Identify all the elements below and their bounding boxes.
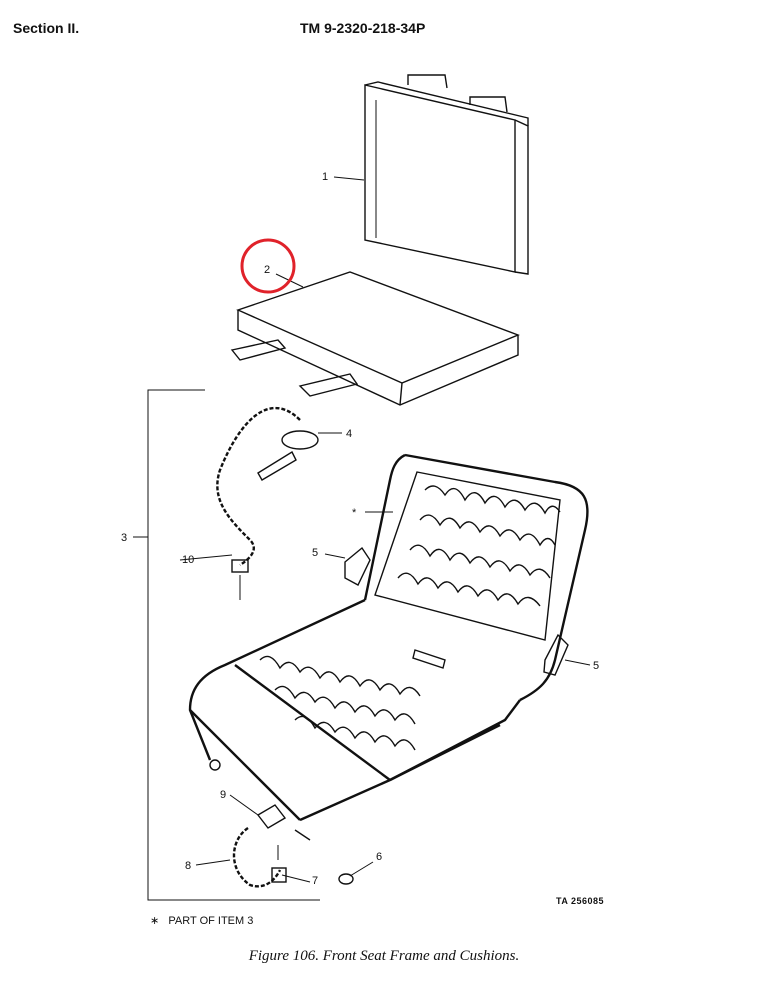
item-3-bracket [147, 389, 320, 901]
footnote-text: PART OF ITEM 3 [168, 915, 254, 927]
callout-5-right: 5 [593, 660, 599, 672]
ta-number: TA 256085 [556, 896, 605, 906]
leader-lines [133, 176, 591, 883]
manual-number: TM 9-2320-218-34P [300, 20, 426, 36]
callout-5-left: 5 [312, 547, 318, 559]
callout-9: 9 [220, 789, 226, 801]
callout-star: * [352, 507, 357, 519]
callout-6: 6 [376, 851, 382, 863]
callout-8: 8 [185, 860, 191, 872]
callout-10: 10 [182, 554, 194, 566]
callout-2: 2 [264, 264, 270, 276]
footnote-marker: ∗ [150, 915, 160, 927]
chain-assembly-upper [216, 406, 319, 600]
figure-caption: Figure 106. Front Seat Frame and Cushion… [248, 948, 520, 964]
hinge-bracket-right [543, 633, 569, 676]
callout-4: 4 [346, 428, 352, 440]
hinge-bracket-left [344, 546, 371, 586]
callout-1: 1 [322, 171, 328, 183]
seat-frame [188, 453, 589, 822]
highlight-circle [240, 238, 296, 294]
footnote: ∗ PART OF ITEM 3 [150, 914, 253, 927]
lower-hardware [232, 804, 354, 888]
callout-3: 3 [121, 532, 127, 544]
section-label: Section II. [13, 20, 80, 36]
callout-7: 7 [312, 875, 318, 887]
seat-cushion [230, 271, 520, 406]
back-cushion [364, 74, 529, 275]
